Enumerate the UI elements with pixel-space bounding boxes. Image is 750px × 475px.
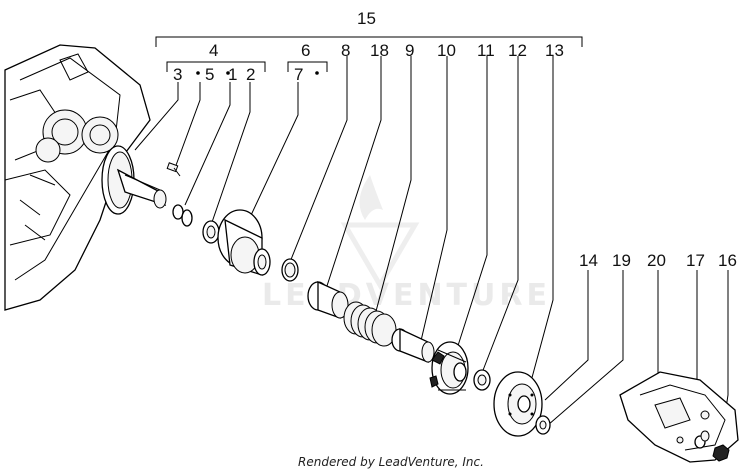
callout-1: 1 (228, 65, 237, 84)
sleeve-18 (307, 280, 349, 319)
dot-7 (315, 71, 319, 75)
dot-3-5 (196, 71, 200, 75)
clutch-assembly-11 (429, 341, 469, 395)
callout-8: 8 (341, 41, 350, 60)
callout-9: 9 (405, 41, 414, 60)
footer-credit: Rendered by LeadVenture, Inc. (298, 455, 484, 469)
spring-9 (343, 301, 397, 347)
callout-19: 19 (612, 251, 631, 270)
callout-17: 17 (686, 251, 705, 270)
callout-7: 7 (294, 65, 303, 84)
fixed-drive-face (101, 145, 167, 215)
callout-4: 4 (209, 41, 218, 60)
callout-numbers: 15 4 6 8 18 9 10 11 12 13 3 5 1 2 7 14 1… (173, 9, 737, 270)
bracket-6 (287, 61, 328, 72)
callout-14: 14 (579, 251, 598, 270)
dot-5-1 (226, 71, 230, 75)
movable-drive-face (217, 209, 271, 276)
callout-12: 12 (508, 41, 527, 60)
washer-17 (700, 430, 710, 442)
washer-1b (181, 209, 193, 227)
watermark: LEADVENTURE (262, 175, 547, 313)
nut-16 (712, 444, 730, 462)
bracket-15 (155, 36, 583, 47)
callout-20: 20 (647, 251, 666, 270)
watermark-flame-icon (359, 175, 383, 220)
screw-part (166, 162, 181, 177)
callout-6: 6 (301, 41, 310, 60)
callout-16: 16 (718, 251, 737, 270)
callout-18: 18 (370, 41, 389, 60)
callout-10: 10 (437, 41, 456, 60)
callout-brackets (155, 36, 583, 75)
torque-sleeve-10 (391, 327, 435, 363)
callout-15: 15 (357, 9, 376, 28)
callout-13: 13 (545, 41, 564, 60)
callout-11: 11 (477, 41, 495, 60)
bracket-4 (166, 61, 266, 72)
crankcase-housing (4, 44, 151, 311)
callout-2: 2 (246, 65, 255, 84)
callout-3: 3 (173, 65, 182, 84)
watermark-v-icon (340, 222, 420, 290)
callout-5: 5 (205, 65, 214, 84)
clutch-bell-13 (493, 371, 543, 437)
